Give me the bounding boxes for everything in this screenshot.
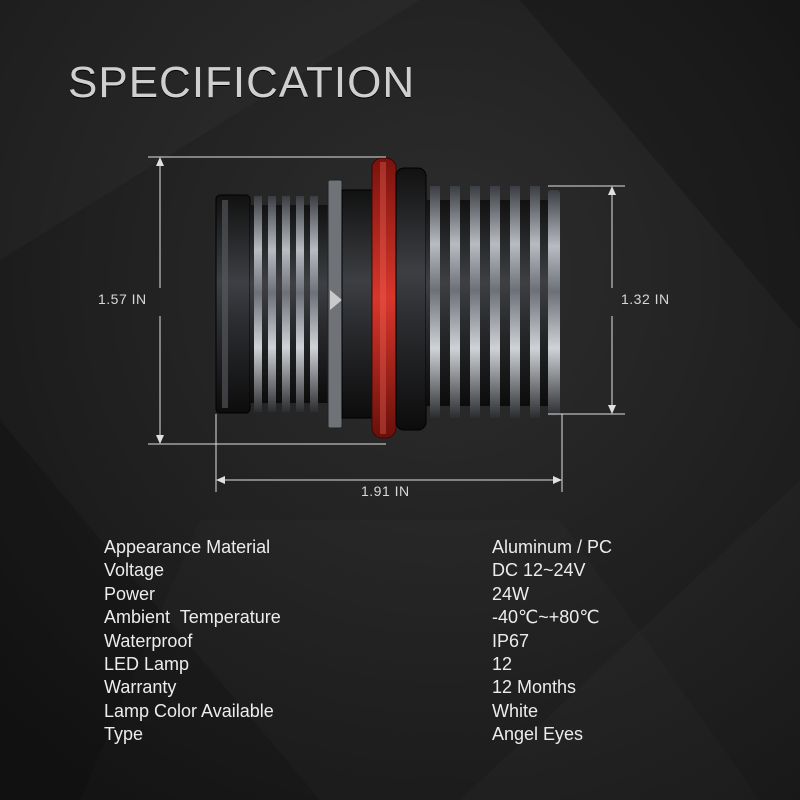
spec-value: 12 Months bbox=[492, 677, 577, 698]
spec-value: White bbox=[492, 700, 539, 721]
lamp-oring bbox=[371, 157, 397, 439]
spec-label: LED Lamp bbox=[104, 653, 190, 674]
lamp-collar bbox=[327, 179, 373, 429]
spec-row: Power 24W bbox=[104, 584, 664, 607]
spec-label: Lamp Color Available bbox=[104, 700, 274, 721]
spec-row: Type Angel Eyes bbox=[104, 724, 664, 747]
spec-value: DC 12~24V bbox=[492, 560, 586, 581]
spec-row: LED Lamp 12 bbox=[104, 654, 664, 677]
spec-row: Lamp Color Available White bbox=[104, 701, 664, 724]
page-title: SPECIFICATION bbox=[68, 58, 416, 107]
spec-row: Ambient Temperature -40℃~+80℃ bbox=[104, 607, 664, 630]
spec-row: Waterproof IP67 bbox=[104, 631, 664, 654]
spec-label: Power bbox=[104, 583, 156, 604]
lamp-front-flange bbox=[395, 167, 427, 431]
dimension-lines bbox=[148, 156, 625, 492]
spec-label: Appearance Material bbox=[104, 537, 271, 557]
spec-value: Aluminum / PC bbox=[492, 537, 613, 557]
spec-table: Appearance Material Aluminum / PC Voltag… bbox=[104, 537, 664, 748]
spec-row: Warranty 12 Months bbox=[104, 677, 664, 700]
spec-value: Angel Eyes bbox=[492, 724, 584, 745]
spec-row: Voltage DC 12~24V bbox=[104, 560, 664, 583]
spec-label: Ambient Temperature bbox=[104, 607, 281, 628]
spec-value: IP67 bbox=[492, 630, 530, 651]
spec-label: Waterproof bbox=[104, 630, 193, 651]
dimension-inner-height-label: 1.32 IN bbox=[621, 291, 670, 307]
dimension-height-label: 1.57 IN bbox=[98, 291, 147, 307]
spec-label: Voltage bbox=[104, 560, 165, 581]
spec-row: Appearance Material Aluminum / PC bbox=[104, 537, 664, 560]
spec-value: 24W bbox=[492, 583, 530, 604]
spec-value: 12 bbox=[492, 653, 513, 674]
dimension-length-label: 1.91 IN bbox=[361, 483, 410, 499]
lamp-heatsink bbox=[426, 186, 560, 418]
spec-label: Warranty bbox=[104, 677, 177, 698]
spec-value: -40℃~+80℃ bbox=[492, 607, 600, 628]
lamp-rear-fins bbox=[250, 196, 330, 412]
lamp-rear-cap bbox=[215, 194, 251, 414]
spec-label: Type bbox=[104, 724, 144, 745]
